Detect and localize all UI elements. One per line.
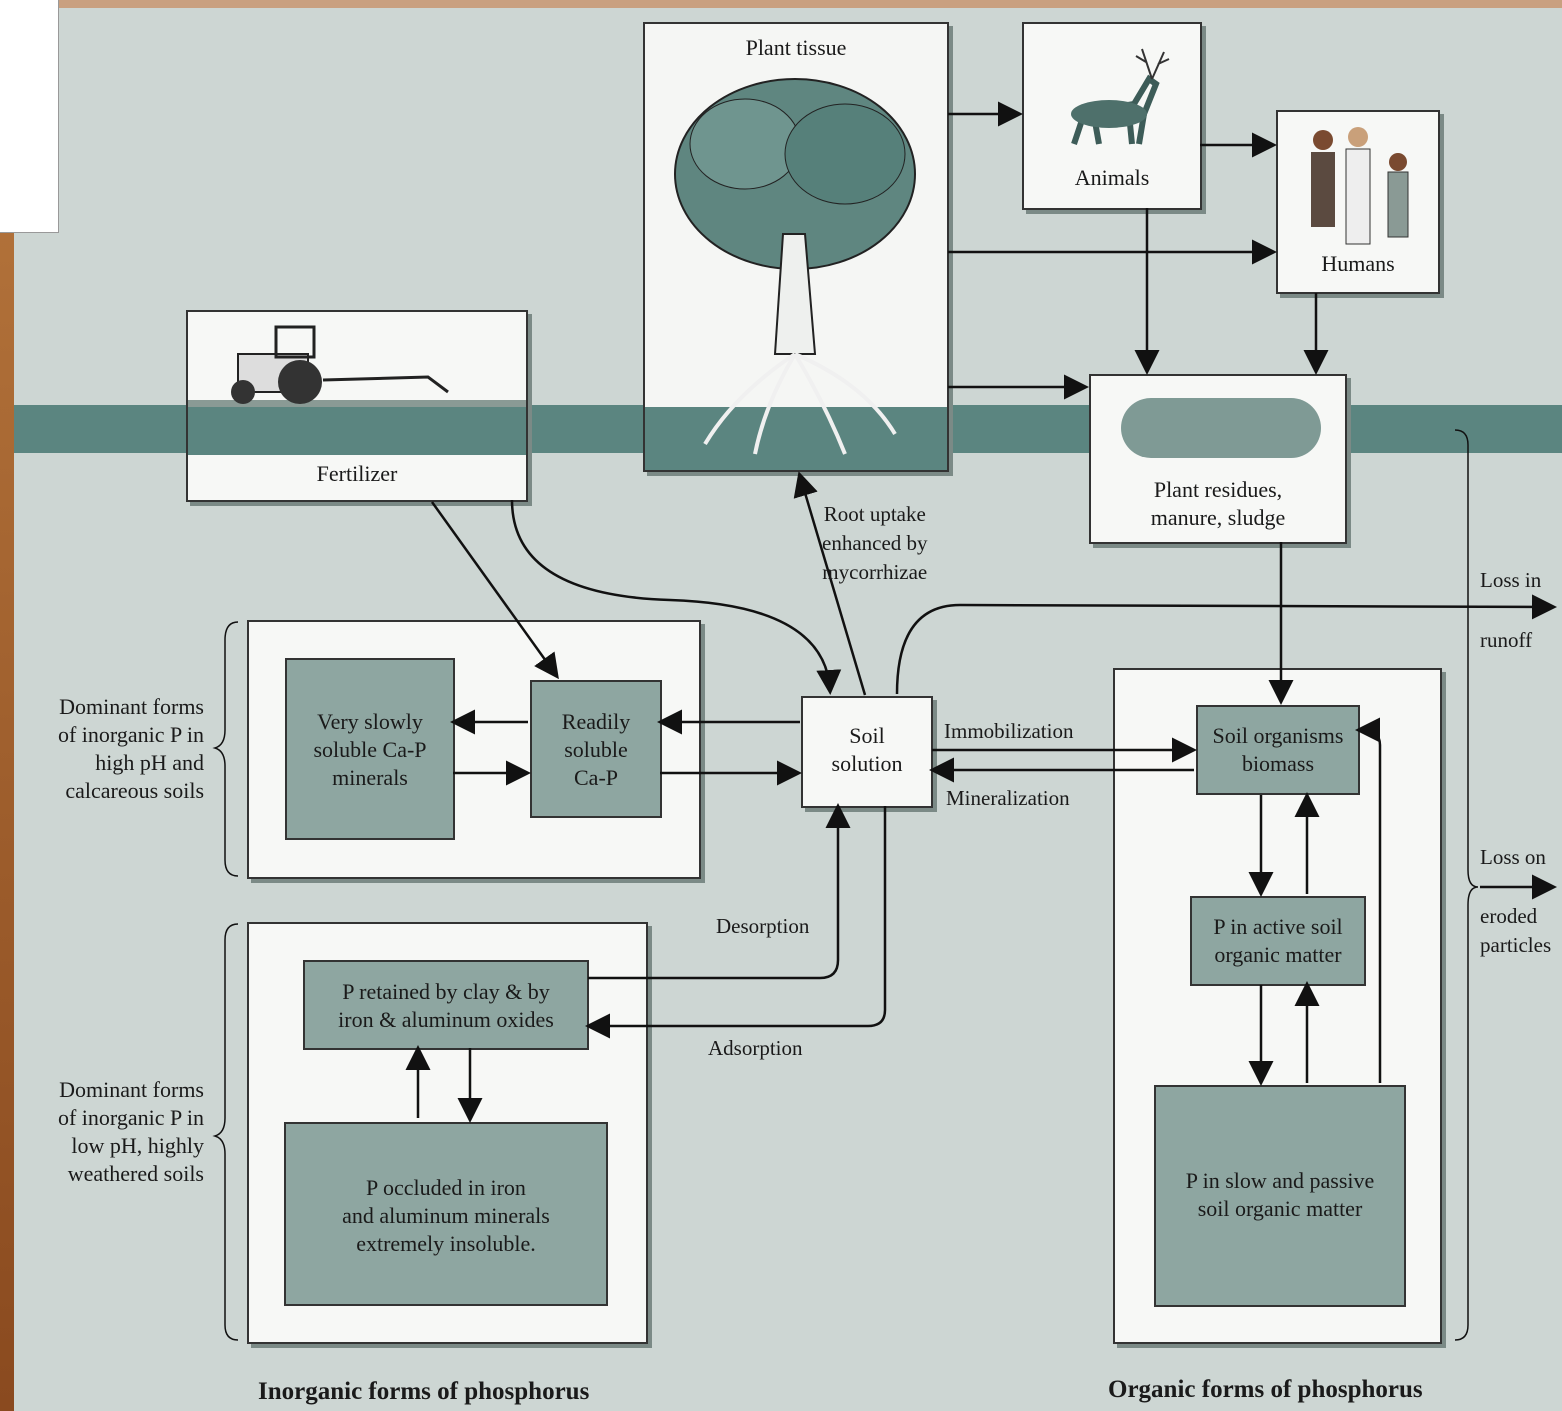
animals-box: Animals bbox=[1022, 22, 1202, 210]
desorption-label: Desorption bbox=[716, 914, 810, 938]
p-retained-box: P retained by clay & by iron & aluminum … bbox=[303, 960, 589, 1050]
loss-eroded-label-1: Loss on bbox=[1480, 845, 1546, 869]
residue-pile bbox=[1121, 398, 1321, 458]
p-slow-box: P in slow and passive soil organic matte… bbox=[1154, 1085, 1406, 1307]
immobilization-label: Immobilization bbox=[944, 719, 1074, 743]
fertilizer-label: Fertilizer bbox=[316, 461, 398, 486]
deer-icon bbox=[1071, 48, 1170, 145]
top-border bbox=[0, 0, 1562, 8]
animals-label: Animals bbox=[1074, 165, 1150, 190]
adsorption-label: Adsorption bbox=[708, 1036, 803, 1060]
p-retained-label: P retained by clay & by iron & aluminum … bbox=[338, 979, 554, 1032]
loss-runoff-label-2: runoff bbox=[1480, 628, 1533, 652]
humans-box: Humans bbox=[1276, 110, 1440, 294]
loss-eroded-label-2: eroded particles bbox=[1480, 904, 1552, 957]
high-ph-note: Dominant forms of inorganic P in high pH… bbox=[57, 694, 204, 803]
root-uptake-label: Root uptake enhanced by mycorrhizae bbox=[822, 502, 928, 584]
fertilizer-box: Fertilizer bbox=[186, 310, 528, 502]
p-active-box: P in active soil organic matter bbox=[1190, 896, 1366, 986]
mineralization-label: Mineralization bbox=[946, 786, 1070, 810]
very-slowly-soluble-box: Very slowly soluble Ca-P minerals bbox=[285, 658, 455, 840]
readily-soluble-box: Readily soluble Ca-P bbox=[530, 680, 662, 818]
p-occluded-box: P occluded in iron and aluminum minerals… bbox=[284, 1122, 608, 1306]
soil-solution-label: Soil solution bbox=[831, 723, 903, 776]
inorganic-title: Inorganic forms of phosphorus bbox=[258, 1378, 590, 1405]
p-active-label: P in active soil organic matter bbox=[1213, 914, 1343, 967]
left-border bbox=[0, 0, 14, 1411]
very-slowly-label: Very slowly soluble Ca-P minerals bbox=[313, 709, 427, 790]
loss-runoff-label-1: Loss in bbox=[1480, 568, 1542, 592]
tree-illustration bbox=[645, 78, 947, 470]
plant-tissue-label: Plant tissue bbox=[745, 35, 847, 60]
organic-title: Organic forms of phosphorus bbox=[1108, 1376, 1423, 1403]
humans-label: Humans bbox=[1321, 251, 1395, 276]
readily-soluble-label: Readily soluble Ca-P bbox=[561, 709, 631, 790]
soil-organisms-label: Soil organisms biomass bbox=[1212, 723, 1344, 776]
p-occluded-label: P occluded in iron and aluminum minerals… bbox=[342, 1175, 550, 1256]
p-slow-label: P in slow and passive soil organic matte… bbox=[1185, 1168, 1375, 1221]
soil-solution-box: Soil solution bbox=[801, 696, 933, 808]
low-ph-note: Dominant forms of inorganic P in low pH,… bbox=[57, 1077, 204, 1186]
soil-organisms-box: Soil organisms biomass bbox=[1196, 705, 1360, 795]
corner-panel bbox=[0, 0, 59, 233]
plant-tissue-box: Plant tissue bbox=[643, 22, 949, 472]
plant-residues-label: Plant residues, manure, sludge bbox=[1150, 477, 1286, 530]
plant-residues-box: Plant residues, manure, sludge bbox=[1089, 374, 1347, 544]
people-icon bbox=[1311, 127, 1409, 245]
